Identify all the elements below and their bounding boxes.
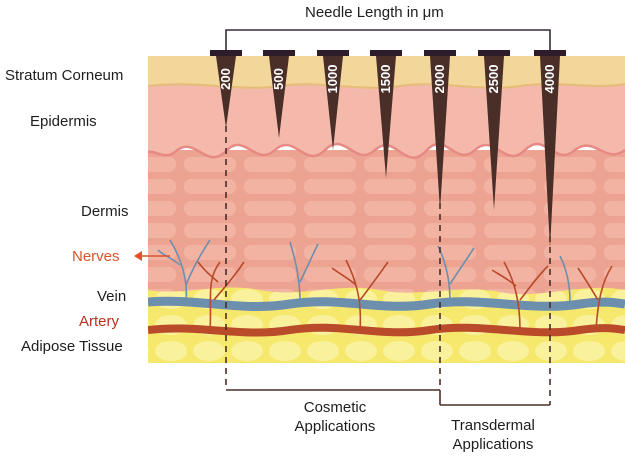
needle-500 (269, 56, 289, 138)
needle-cap-500 (263, 50, 295, 56)
needle-cap-1000 (317, 50, 349, 56)
caption-cosmetic-line1: Cosmetic (303, 399, 367, 416)
needle-cap-2500 (478, 50, 510, 56)
nerve-branches (157, 239, 613, 331)
label-stratum-corneum: Stratum Corneum (5, 67, 124, 84)
label-nerves: Nerves (72, 248, 120, 265)
needle-cap-200 (210, 50, 242, 56)
application-brackets (226, 389, 550, 406)
needle-label-2000: 2000 (432, 64, 447, 94)
needle-1500 (376, 56, 396, 178)
needle-cap-4000 (534, 50, 566, 56)
needle-label-1500: 1500 (378, 64, 393, 94)
diagram-title: Needle Length in μm (305, 4, 444, 21)
caption-cosmetic-line2: Applications (294, 418, 376, 435)
needle-200 (216, 56, 236, 128)
vein-vessel (148, 296, 625, 312)
needle-4000 (540, 56, 560, 248)
needle-label-4000: 4000 (542, 64, 557, 94)
label-vein: Vein (97, 288, 127, 305)
needle-cap-1500 (370, 50, 402, 56)
artery-vessel (148, 323, 625, 337)
needle-2500 (484, 56, 504, 210)
needle-cap-2000 (424, 50, 456, 56)
caption-transdermal: Transdermal Applications (438, 416, 548, 454)
needle-label-500: 500 (271, 68, 286, 90)
label-artery: Artery (79, 313, 120, 330)
label-epidermis: Epidermis (30, 113, 97, 130)
needle-label-1000: 1000 (325, 64, 340, 94)
needle-label-200: 200 (218, 68, 233, 90)
needle-1000 (323, 56, 343, 150)
label-dermis: Dermis (81, 203, 129, 220)
nerves-arrow (134, 251, 170, 261)
caption-transdermal-line1: Transdermal (451, 417, 535, 434)
needles (210, 50, 566, 248)
needle-length-bracket (225, 29, 551, 52)
caption-cosmetic: Cosmetic Applications (280, 398, 390, 436)
label-adipose-tissue: Adipose Tissue (21, 338, 123, 355)
needle-2000 (430, 56, 450, 210)
needle-label-2500: 2500 (486, 64, 501, 94)
caption-transdermal-line2: Applications (452, 436, 534, 453)
